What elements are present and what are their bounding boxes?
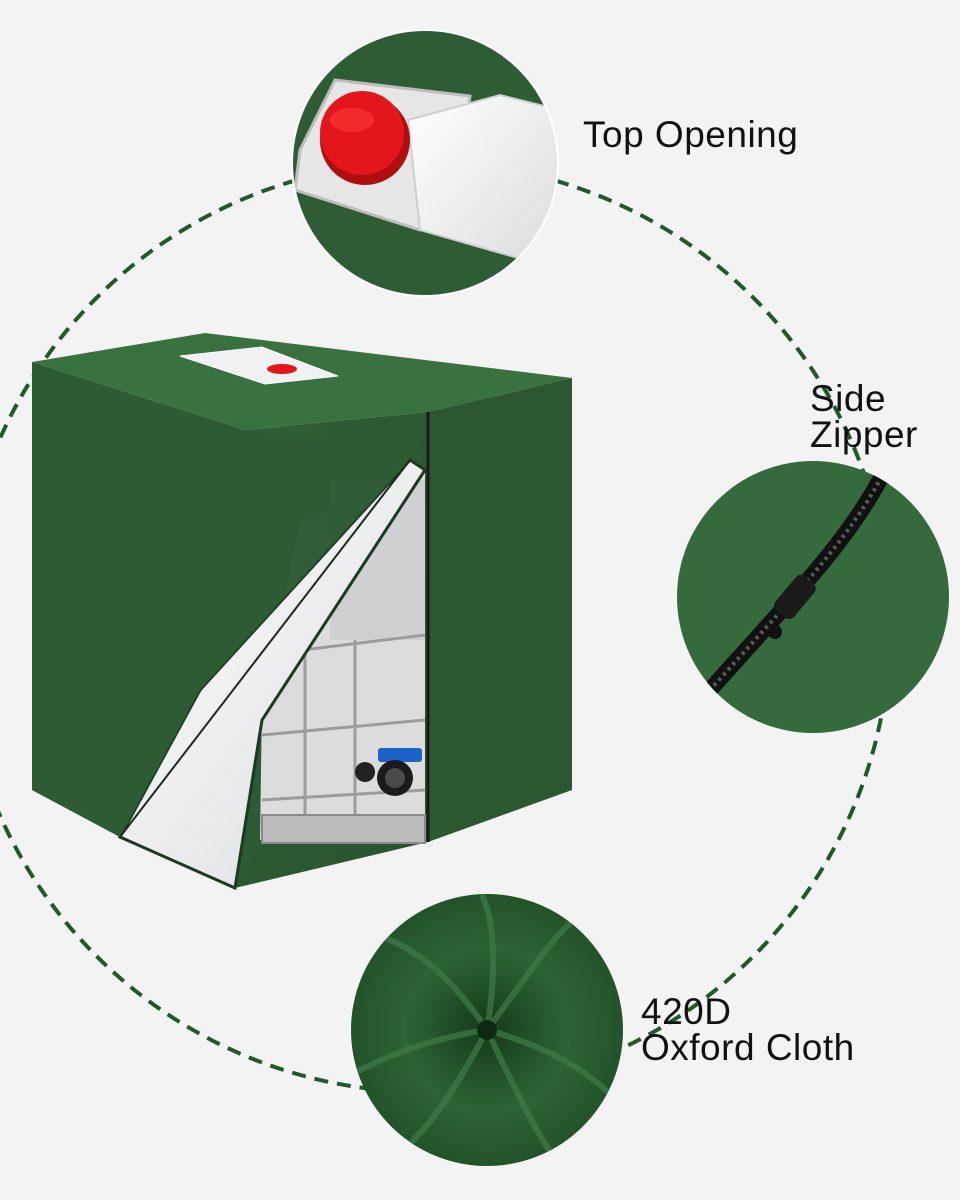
top-opening-label: Top Opening (583, 114, 799, 155)
side-zipper-callout-image (677, 461, 949, 733)
side-zipper-text-line2: Zipper (810, 414, 918, 455)
top-opening-callout-image (291, 29, 559, 297)
oxford-cloth-label: 420D Oxford Cloth (641, 991, 855, 1068)
side-zipper-label: Side Zipper (810, 378, 918, 455)
oxford-cloth-callout-image (351, 894, 623, 1166)
oxford-cloth-text-line2: Oxford Cloth (641, 1027, 855, 1068)
tote-cover-product (32, 333, 572, 891)
side-zipper-text-line1: Side (810, 378, 887, 419)
oxford-cloth-text-line1: 420D (641, 991, 732, 1032)
top-opening-text: Top Opening (583, 114, 799, 155)
